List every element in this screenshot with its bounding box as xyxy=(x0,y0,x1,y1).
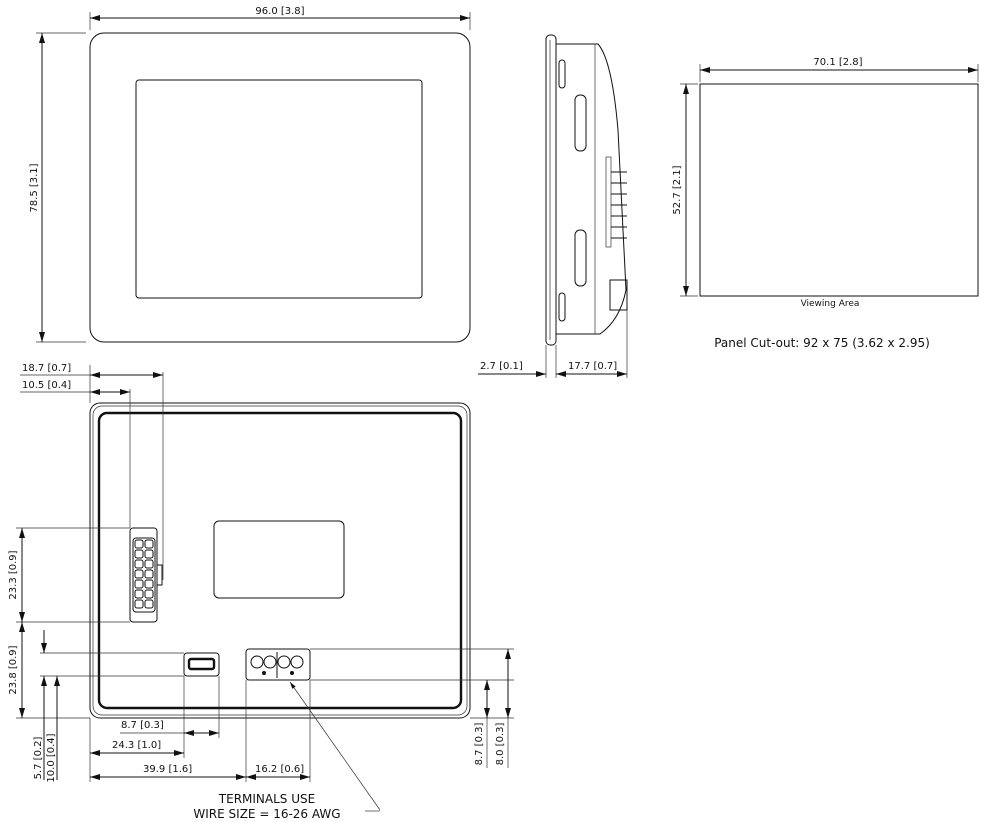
body-depth-label: 17.7 [0.7] xyxy=(568,361,617,372)
dim-23-3-label: 23.3 [0.9] xyxy=(8,550,19,599)
dim-23-8-label: 23.8 [0.9] xyxy=(8,645,19,694)
side-terminal-block xyxy=(609,279,628,311)
cutout-width-label: 70.1 [2.8] xyxy=(813,57,862,68)
dim-8-7-right-label: 8.7 [0.3] xyxy=(474,723,485,766)
dim-8-0-label: 8.0 [0.3] xyxy=(495,723,506,766)
connector-pin xyxy=(144,589,154,599)
dim-24-3-label: 24.3 [1.0] xyxy=(112,740,161,751)
flange-depth-label: 2.7 [0.1] xyxy=(480,361,523,372)
cutout-height-label: 52.7 [2.1] xyxy=(672,165,683,214)
dim-5-7-label: 5.7 [0.2] xyxy=(33,737,44,780)
terminal-note-line2: WIRE SIZE = 16-26 AWG xyxy=(193,807,340,821)
connector-pin xyxy=(144,549,154,559)
dim-10-0-label: 10.0 [0.4] xyxy=(46,733,57,782)
panel-cutout-label: Panel Cut-out: 92 x 75 (3.62 x 2.95) xyxy=(714,336,930,350)
dim-10-5-label: 10.5 [0.4] xyxy=(22,380,71,391)
connector-pin xyxy=(144,559,154,569)
connector-pin xyxy=(134,579,144,589)
terminal-block xyxy=(245,648,311,681)
side-flange xyxy=(545,34,557,346)
connector-pin xyxy=(134,599,144,609)
dim-39-9-label: 39.9 [1.6] xyxy=(143,764,192,775)
side-slot xyxy=(574,94,587,152)
connector-pin xyxy=(144,569,154,579)
connector-pin xyxy=(134,549,144,559)
front-view: 96.0 [3.8] 78.5 [3.1] xyxy=(29,6,471,343)
rear-pin-connector xyxy=(129,527,163,623)
cutout-view: 70.1 [2.8] 52.7 [2.1] Viewing Area Panel… xyxy=(672,57,979,350)
connector-pin xyxy=(144,539,154,549)
rear-inner xyxy=(97,411,463,710)
leader-arrow xyxy=(289,681,381,811)
front-bezel xyxy=(89,32,471,343)
usb-port xyxy=(183,652,220,677)
dim-8-7-bottom-label: 8.7 [0.3] xyxy=(121,720,164,731)
connector-pin xyxy=(134,569,144,579)
rear-label-area xyxy=(213,520,345,599)
connector-pin xyxy=(144,599,154,609)
terminal-note-line1: TERMINALS USE xyxy=(218,792,315,806)
viewing-area-rect xyxy=(699,83,979,297)
connector-pin xyxy=(134,559,144,569)
side-slot xyxy=(574,229,587,287)
front-width-label: 96.0 [3.8] xyxy=(255,6,304,17)
rear-view: 18.7 [0.7] 10.5 [0.4] 23.3 [0.9] 23.8 [0… xyxy=(8,363,514,821)
side-slot xyxy=(558,59,566,89)
side-view: 2.7 [0.1] 17.7 [0.7] xyxy=(478,34,628,378)
front-height-label: 78.5 [3.1] xyxy=(29,163,40,212)
side-body xyxy=(556,43,627,335)
front-screen xyxy=(135,79,423,299)
rear-outer xyxy=(89,402,471,719)
dim-16-2-label: 16.2 [0.6] xyxy=(255,764,304,775)
side-connector-pins xyxy=(605,156,627,248)
side-slot xyxy=(558,292,566,322)
connector-pin xyxy=(134,589,144,599)
connector-pin xyxy=(134,539,144,549)
dim-18-7-label: 18.7 [0.7] xyxy=(22,363,71,374)
viewing-area-label: Viewing Area xyxy=(801,299,860,309)
connector-pin xyxy=(144,579,154,589)
